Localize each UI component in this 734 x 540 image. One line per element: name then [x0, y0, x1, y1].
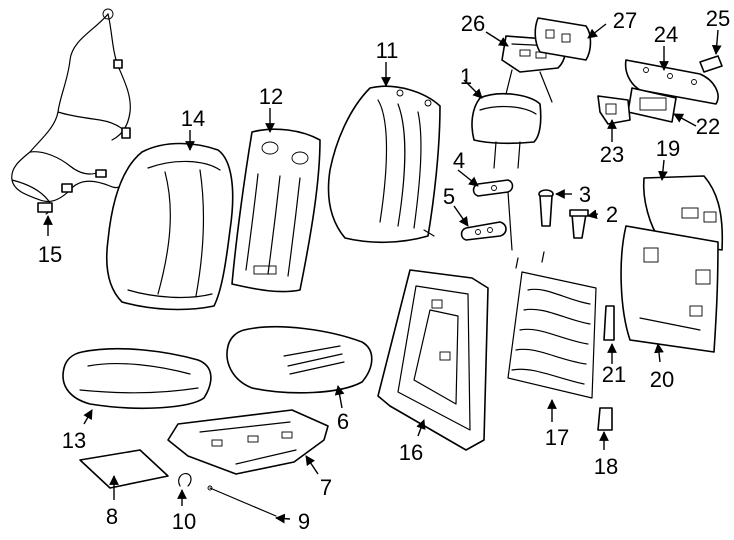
switch-22 — [627, 87, 677, 123]
leader-lines — [43, 23, 722, 524]
seat-frame — [377, 269, 489, 451]
back-panel-20 — [620, 225, 719, 353]
seat-pan-trim — [167, 409, 329, 475]
callout-24: 24 — [654, 22, 678, 47]
rod-9 — [207, 485, 277, 517]
clip-25 — [699, 55, 723, 73]
callout-14: 14 — [181, 106, 205, 131]
callout-16: 16 — [399, 440, 423, 465]
hook-10 — [178, 473, 192, 487]
callout-2: 2 — [606, 202, 618, 227]
callout-12: 12 — [259, 84, 283, 109]
callout-6: 6 — [337, 409, 349, 434]
callout-4: 4 — [453, 148, 465, 173]
headrest — [471, 92, 542, 169]
callout-15: 15 — [38, 242, 62, 267]
callout-labels: 1 2 3 4 5 6 7 8 9 10 11 12 13 14 15 16 1… — [38, 6, 730, 534]
seat-back-shell — [327, 85, 441, 244]
callout-18: 18 — [594, 454, 618, 479]
callout-22: 22 — [696, 114, 720, 139]
callout-9: 9 — [298, 509, 310, 534]
pad-8 — [79, 449, 169, 489]
headrest-bracket — [460, 221, 507, 241]
callout-23: 23 — [600, 142, 624, 167]
clip-18 — [597, 407, 613, 431]
callout-7: 7 — [320, 475, 332, 500]
headrest-guide — [472, 179, 514, 251]
callout-10: 10 — [172, 509, 196, 534]
trim-strip-24 — [624, 59, 719, 105]
bracket-23 — [597, 95, 631, 125]
callout-3: 3 — [579, 182, 591, 207]
callout-1: 1 — [460, 64, 472, 89]
callout-26: 26 — [461, 11, 485, 36]
callout-8: 8 — [106, 504, 118, 529]
callout-11: 11 — [376, 38, 399, 63]
callout-17: 17 — [545, 425, 569, 450]
callout-25: 25 — [706, 6, 730, 31]
callout-20: 20 — [650, 367, 674, 392]
callout-27: 27 — [613, 8, 637, 33]
seat-cushion-pad — [226, 326, 373, 394]
callout-19: 19 — [656, 136, 680, 161]
spring-mat — [507, 251, 597, 399]
seat-cushion-cover — [62, 347, 212, 410]
callout-21: 21 — [602, 362, 626, 387]
callout-5: 5 — [443, 184, 455, 209]
clip-21 — [603, 305, 615, 341]
seat-back-pad — [231, 128, 321, 293]
headrest-sleeve-2 — [569, 209, 589, 239]
callout-13: 13 — [62, 428, 86, 453]
headrest-sleeve-3 — [538, 189, 554, 227]
seat-back-cover — [105, 142, 234, 311]
back-panel-19 — [642, 175, 724, 251]
wiring-harness — [11, 8, 131, 215]
